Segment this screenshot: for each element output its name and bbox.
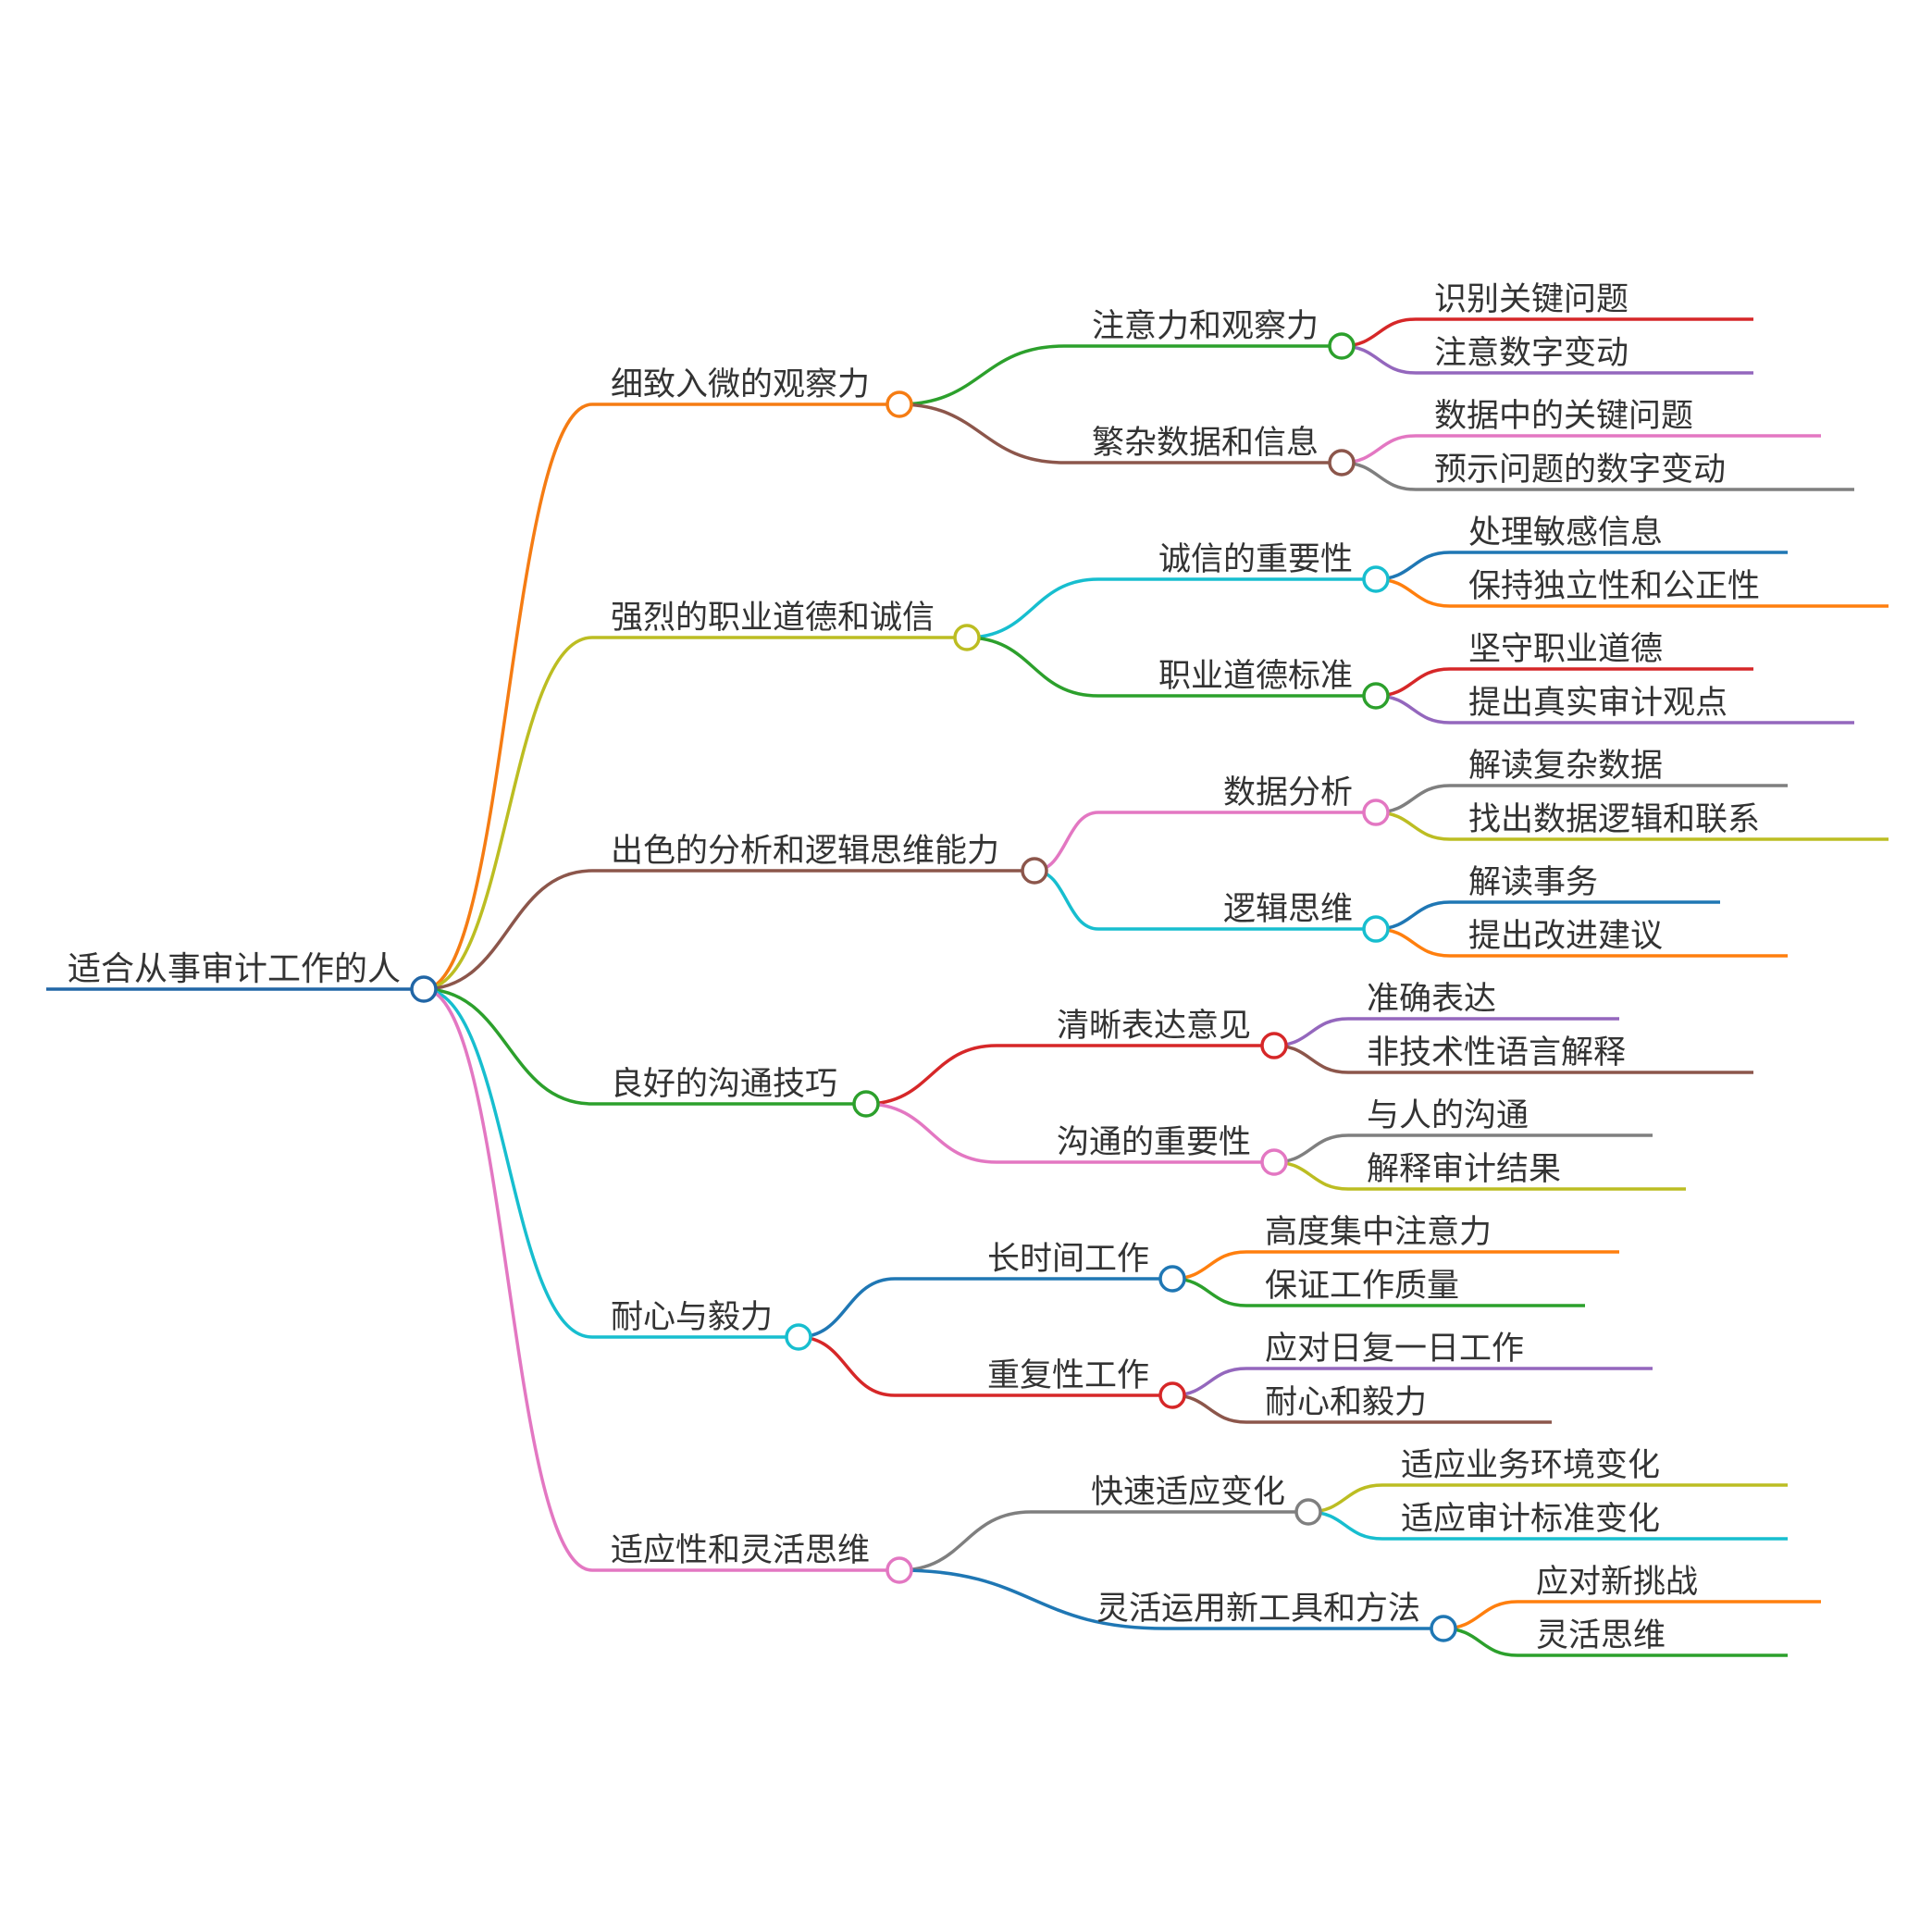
branch-6-node[interactable] [886,1556,913,1584]
leaf-4-2-1-label: 与人的沟通 [1367,1097,1529,1134]
branch-5-label: 耐心与毅力 [611,1299,773,1336]
subtopic-3-1-node[interactable] [1362,799,1390,826]
leaf-1-2-1-label: 数据中的关键问题 [1434,398,1693,435]
branch-5-connector [423,987,593,1339]
node-layer: 适合从事审计工作的人 细致入微的观察力 注意力和观察力 识别关键问题注意数字变动繁杂数… [68,281,1760,1654]
subtopic-1-1-node[interactable] [1328,332,1356,360]
subtopic-6-1-label: 快速适应变化 [1091,1474,1285,1511]
leaf-6-2-1-label: 应对新挑战 [1536,1564,1698,1601]
subtopic-6-2-connector [898,1568,1167,1630]
subtopic-2-1-connector [966,577,1099,639]
leaf-2-2-1-label: 坚守职业道德 [1468,631,1663,668]
leaf-1-1-2-label: 注意数字变动 [1434,335,1629,372]
subtopic-1-2-label: 繁杂数据和信息 [1092,425,1319,462]
branch-3-label: 出色的分析和逻辑思维能力 [611,833,999,870]
leaf-1-1-1-label: 识别关键问题 [1434,281,1629,318]
subtopic-6-1-connector [898,1510,1032,1572]
subtopic-6-2-label: 灵活运用新工具和方法 [1096,1591,1420,1628]
subtopic-2-1-label: 诚信的重要性 [1158,541,1353,578]
leaf-4-2-2-label: 解释审计结果 [1367,1151,1561,1188]
subtopic-4-2-node[interactable] [1260,1148,1288,1176]
branch-3-node[interactable] [1021,857,1048,885]
subtopic-4-1-label: 清晰表达意见 [1057,1008,1251,1045]
leaf-3-1-2-label: 找出数据逻辑和联系 [1468,801,1760,838]
leaf-6-1-2-label: 适应审计标准变化 [1401,1501,1660,1538]
branch-1-connector [423,402,593,991]
branch-1-label: 细致入微的观察力 [611,366,870,403]
subtopic-1-2-node[interactable] [1328,449,1356,477]
subtopic-5-1-connector [798,1277,896,1339]
leaf-2-1-2-label: 保持独立性和公正性 [1468,568,1760,605]
branch-2-label: 强烈的职业道德和诚信 [611,600,935,637]
leaf-3-2-1-label: 解读事务 [1468,864,1598,901]
subtopic-5-2-node[interactable] [1158,1381,1186,1409]
branch-1-node[interactable] [886,390,913,418]
leaf-4-1-1-label: 准确表达 [1367,981,1496,1018]
subtopic-3-2-node[interactable] [1362,915,1390,943]
subtopic-2-1-node[interactable] [1362,565,1390,593]
branch-4-node[interactable] [852,1090,880,1118]
leaf-5-1-1-label: 高度集中注意力 [1265,1214,1492,1251]
branch-4-label: 良好的沟通技巧 [611,1066,837,1103]
leaf-5-2-2-label: 耐心和毅力 [1265,1384,1427,1421]
leaf-5-1-2-label: 保证工作质量 [1265,1268,1459,1305]
leaf-2-1-1-label: 处理敏感信息 [1468,514,1663,551]
subtopic-1-1-connector [898,344,1065,406]
subtopic-2-2-node[interactable] [1362,682,1390,710]
leaf-2-2-2-label: 提出真实审计观点 [1468,685,1728,722]
root-topic-label: 适合从事审计工作的人 [68,950,401,988]
subtopic-4-2-label: 沟通的重要性 [1057,1124,1251,1161]
subtopic-6-1-node[interactable] [1294,1498,1322,1526]
branch-6-label: 适应性和灵活思维 [611,1532,870,1569]
leaf-6-1-1-label: 适应业务环境变化 [1401,1447,1660,1484]
subtopic-5-1-label: 长时间工作 [987,1241,1149,1278]
subtopic-4-1-connector [865,1044,997,1106]
root-node[interactable] [410,975,438,1003]
subtopic-5-2-connector [798,1335,896,1397]
branch-3-connector [423,869,593,991]
subtopic-6-2-node[interactable] [1430,1615,1457,1642]
leaf-5-2-1-label: 应对日复一日工作 [1265,1331,1524,1368]
branch-6-connector [423,987,593,1572]
branch-2-connector [423,636,593,991]
branch-5-node[interactable] [785,1323,812,1351]
leaf-1-2-2-label: 预示问题的数字变动 [1434,452,1726,489]
leaf-6-2-2-label: 灵活思维 [1536,1617,1666,1654]
subtopic-5-2-label: 重复性工作 [987,1357,1149,1394]
connector-layer [46,317,1889,1657]
branch-4-connector [423,987,593,1106]
subtopic-5-1-node[interactable] [1158,1265,1186,1293]
leaf-4-1-2-label: 非技术性语言解释 [1367,1034,1626,1071]
subtopic-4-2-connector [865,1102,997,1164]
subtopic-3-2-label: 逻辑思维 [1223,891,1353,928]
branch-2-node[interactable] [953,624,981,651]
subtopic-1-2-connector [898,402,1065,464]
leaf-3-2-2-label: 提出改进建议 [1468,918,1663,955]
subtopic-1-1-label: 注意力和观察力 [1092,308,1319,345]
leaf-3-1-1-label: 解读复杂数据 [1468,748,1663,785]
subtopic-3-1-label: 数据分析 [1223,774,1353,811]
subtopic-2-2-connector [966,636,1099,698]
subtopic-4-1-node[interactable] [1260,1032,1288,1059]
subtopic-2-2-label: 职业道德标准 [1158,658,1353,695]
